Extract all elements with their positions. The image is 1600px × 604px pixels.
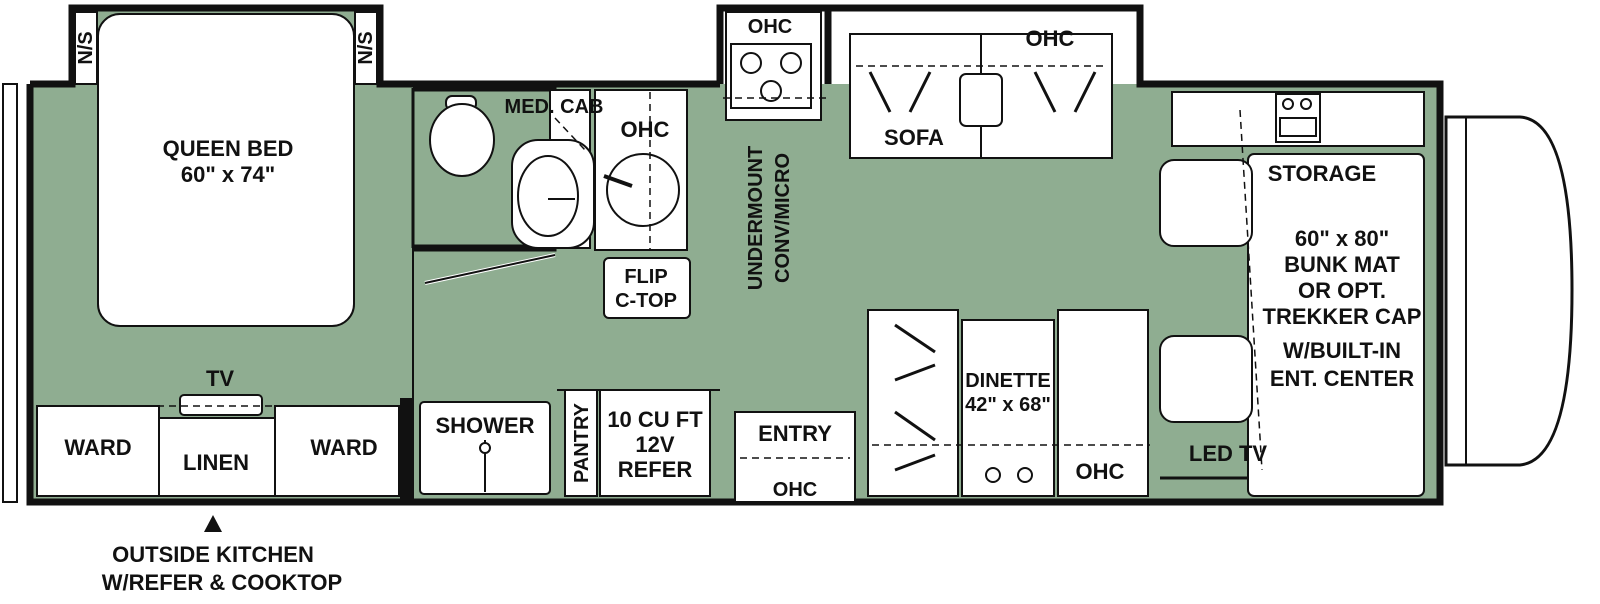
- ns-left-label: N/S: [75, 31, 97, 64]
- ward-right-cabinet: [274, 405, 400, 497]
- outside-kitchen-line2: W/REFER & COOKTOP: [102, 570, 342, 595]
- bunk-line1: 60" x 80": [1295, 226, 1389, 251]
- outside-kitchen-line1: OUTSIDE KITCHEN: [112, 542, 314, 567]
- ward-left-cabinet: [36, 405, 160, 497]
- sofa-tray: [959, 73, 1003, 127]
- dinette-hole-2-icon: [1017, 467, 1033, 483]
- toilet-icon: [429, 103, 495, 177]
- tv-label: TV: [206, 366, 234, 391]
- entry-step: [734, 411, 856, 503]
- cab-sink: [1279, 117, 1317, 137]
- cab-burner-2-icon: [1300, 98, 1312, 110]
- bunk-dash: [1239, 109, 1263, 471]
- flip-countertop: [603, 257, 691, 319]
- refer-line1: 10 CU FT: [607, 407, 703, 432]
- queen-bed-title: QUEEN BED: [163, 136, 294, 161]
- bunk-mat: [1247, 153, 1425, 497]
- bunk-line2: BUNK MAT: [1284, 252, 1400, 277]
- ohc-dinette-label: OHC: [1076, 459, 1125, 484]
- ohc-entry-label: OHC: [773, 479, 817, 501]
- ward-right-label: WARD: [310, 435, 377, 460]
- refer-line3: REFER: [618, 457, 693, 482]
- tv-unit: [179, 394, 263, 416]
- outside-kitchen-arrow-icon: [204, 515, 222, 532]
- nightstand-right: [354, 11, 378, 85]
- dinette-bench-right: [1057, 309, 1149, 497]
- bath-sink-icon: [517, 155, 579, 237]
- bunk-line6: ENT. CENTER: [1270, 366, 1414, 391]
- ohc-bath-label: OHC: [621, 117, 670, 142]
- storage-label: STORAGE: [1268, 161, 1376, 186]
- dinette-legs: [894, 323, 936, 472]
- sofa-label: SOFA: [884, 125, 944, 150]
- rear-bumper: [2, 83, 18, 503]
- ns-right-label: N/S: [355, 31, 377, 64]
- vanity-faucet: [603, 174, 633, 188]
- flip-line1: FLIP: [624, 266, 667, 288]
- med-cab-label: MED. CAB: [505, 96, 604, 118]
- bunk-line5: W/BUILT-IN: [1283, 338, 1401, 363]
- dinette-size: 42" x 68": [965, 394, 1051, 416]
- micro-line2: CONV/MICRO: [772, 153, 794, 283]
- dinette-title: DINETTE: [965, 370, 1051, 392]
- cab-burner-1-icon: [1282, 98, 1294, 110]
- ohc-sofa-label: OHC: [1026, 26, 1075, 51]
- burner-1-icon: [740, 52, 762, 74]
- refer: [599, 389, 711, 497]
- bunk-line3: OR OPT.: [1298, 278, 1386, 303]
- queen-bed: [97, 13, 355, 327]
- micro-line1: UNDERMOUNT: [745, 146, 767, 290]
- cab-seat-passenger: [1159, 335, 1253, 423]
- dinette-hole-1-icon: [985, 467, 1001, 483]
- shower-label: SHOWER: [436, 413, 535, 438]
- bedroom-partition-post: [400, 398, 414, 502]
- shower-drain-icon: [479, 442, 491, 454]
- sofa-legs: [868, 71, 1097, 113]
- burner-2-icon: [780, 52, 802, 74]
- pantry: [564, 389, 598, 497]
- refer-line2: 12V: [635, 432, 674, 457]
- dinette-table: [961, 319, 1055, 497]
- entry-label: ENTRY: [758, 421, 832, 446]
- vanity-sink-icon: [606, 153, 680, 227]
- bath-door-outline: [424, 254, 556, 284]
- dinette-bench-left: [867, 309, 959, 497]
- linen-label: LINEN: [183, 450, 249, 475]
- ohc-kitchen-label: OHC: [748, 16, 792, 38]
- exterior-walls: [26, 4, 1444, 506]
- med-cab-dash: [554, 117, 586, 151]
- pantry-label: PANTRY: [571, 402, 593, 483]
- linen-cabinet: [158, 417, 276, 497]
- queen-bed-size: 60" x 74": [181, 162, 275, 187]
- ward-left-label: WARD: [64, 435, 131, 460]
- nightstand-left: [74, 11, 98, 85]
- cab-seat-driver: [1159, 159, 1253, 247]
- cab-hood: [1444, 115, 1574, 467]
- bunk-line4: TREKKER CAP: [1263, 304, 1422, 329]
- flip-line2: C-TOP: [615, 290, 677, 312]
- burner-3-icon: [760, 80, 782, 102]
- led-tv-label: LED TV: [1189, 441, 1268, 466]
